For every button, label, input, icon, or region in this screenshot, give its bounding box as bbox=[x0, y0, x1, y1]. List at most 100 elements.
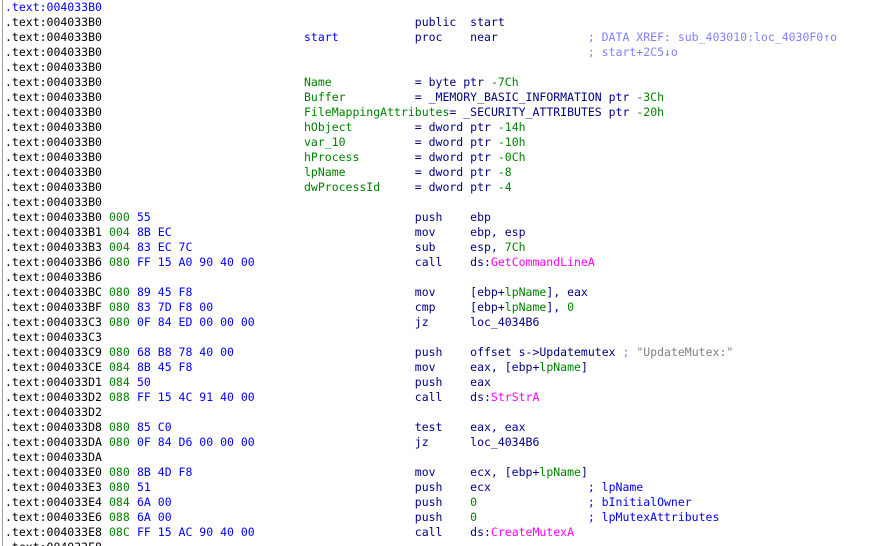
address[interactable]: .text:004033D1 bbox=[5, 375, 102, 389]
disasm-line[interactable]: .text:004033E8 bbox=[0, 540, 879, 546]
address[interactable]: .text:004033B0 bbox=[5, 210, 102, 224]
address[interactable]: .text:004033B0 bbox=[5, 180, 102, 194]
stack-delta: 080 bbox=[109, 285, 130, 299]
address[interactable]: .text:004033B0 bbox=[5, 195, 102, 209]
operand[interactable]: StrStrA bbox=[490, 390, 540, 404]
mnemonic: jz bbox=[414, 435, 429, 449]
stack-delta: 080 bbox=[109, 480, 130, 494]
label-text[interactable]: hProcess bbox=[304, 150, 360, 164]
address[interactable]: .text:004033C3 bbox=[5, 330, 102, 344]
disasm-line[interactable]: .text:004033B6 bbox=[0, 270, 879, 285]
operand: 7Ch bbox=[504, 240, 526, 254]
address[interactable]: .text:004033B0 bbox=[5, 0, 102, 14]
operand[interactable]: GetCommandLineA bbox=[490, 255, 595, 269]
address[interactable]: .text:004033B0 bbox=[5, 30, 102, 44]
operand[interactable]: lpName bbox=[504, 300, 547, 314]
address[interactable]: .text:004033D8 bbox=[5, 420, 102, 434]
operand: -4 bbox=[497, 180, 512, 194]
disasm-line[interactable]: .text:004033B0 FileMappingAttributes= _SE… bbox=[0, 105, 879, 120]
disasm-line[interactable]: .text:004033B0 hProcess= dword ptr -0Ch bbox=[0, 150, 879, 165]
disasm-line[interactable]: .text:004033D2 bbox=[0, 405, 879, 420]
address[interactable]: .text:004033E8 bbox=[5, 525, 102, 539]
disasm-line[interactable]: .text:004033B0 bbox=[0, 0, 879, 15]
address[interactable]: .text:004033D2 bbox=[5, 390, 102, 404]
operand: = _SECURITY_ATTRIBUTES ptr bbox=[449, 105, 637, 119]
address[interactable]: .text:004033E0 bbox=[5, 465, 102, 479]
address[interactable]: .text:004033B3 bbox=[5, 240, 102, 254]
address[interactable]: .text:004033CE bbox=[5, 360, 102, 374]
address[interactable]: .text:004033D2 bbox=[5, 405, 102, 419]
address[interactable]: .text:004033BF bbox=[5, 300, 102, 314]
disasm-line[interactable]: .text:004033B0 bbox=[0, 195, 879, 210]
address[interactable]: .text:004033B0 bbox=[5, 105, 102, 119]
address[interactable]: .text:004033DA bbox=[5, 435, 102, 449]
address[interactable]: .text:004033DA bbox=[5, 450, 102, 464]
address[interactable]: .text:004033C9 bbox=[5, 345, 102, 359]
address[interactable]: .text:004033B0 bbox=[5, 165, 102, 179]
operand[interactable]: lpName bbox=[504, 285, 547, 299]
address[interactable]: .text:004033B1 bbox=[5, 225, 102, 239]
address[interactable]: .text:004033E6 bbox=[5, 510, 102, 524]
address[interactable]: .text:004033E4 bbox=[5, 495, 102, 509]
label-text[interactable]: lpName bbox=[304, 165, 346, 179]
address[interactable]: .text:004033B0 bbox=[5, 15, 102, 29]
operand[interactable]: lpName bbox=[539, 360, 581, 374]
address[interactable]: .text:004033B0 bbox=[5, 45, 102, 59]
label-text[interactable]: hObject bbox=[304, 120, 353, 134]
label-text[interactable]: Name bbox=[304, 75, 332, 89]
label-text[interactable]: FileMappingAttributes bbox=[304, 105, 450, 119]
address[interactable]: .text:004033B0 bbox=[5, 150, 102, 164]
address[interactable]: .text:004033B0 bbox=[5, 75, 102, 89]
disasm-line[interactable]: .text:004033DA bbox=[0, 450, 879, 465]
label-text[interactable]: Buffer bbox=[304, 90, 346, 104]
disasm-line[interactable]: .text:004033C3 bbox=[0, 330, 879, 345]
address[interactable]: .text:004033B0 bbox=[5, 90, 102, 104]
address[interactable]: .text:004033B0 bbox=[5, 120, 102, 134]
address[interactable]: .text:004033E8 bbox=[5, 540, 102, 546]
address[interactable]: .text:004033B6 bbox=[5, 270, 102, 284]
address[interactable]: .text:004033C3 bbox=[5, 315, 102, 329]
operand[interactable]: lpName bbox=[539, 465, 581, 479]
address[interactable]: .text:004033B6 bbox=[5, 255, 102, 269]
label-text[interactable]: dwProcessId bbox=[304, 180, 381, 194]
address[interactable]: .text:004033E3 bbox=[5, 480, 102, 494]
label-text[interactable]: var_10 bbox=[304, 135, 346, 149]
label-text[interactable]: start bbox=[304, 30, 339, 44]
address[interactable]: .text:004033B0 bbox=[5, 135, 102, 149]
disasm-line[interactable]: .text:004033B0 bbox=[0, 60, 879, 75]
disasm-line[interactable]: .text:004033B0; start+2C5↓o bbox=[0, 45, 879, 60]
address[interactable]: .text:004033BC bbox=[5, 285, 102, 299]
address[interactable]: .text:004033B0 bbox=[5, 60, 102, 74]
instruction: hProcess= dword ptr -0Ch bbox=[304, 150, 526, 165]
operand[interactable]: CreateMutexA bbox=[490, 525, 575, 539]
